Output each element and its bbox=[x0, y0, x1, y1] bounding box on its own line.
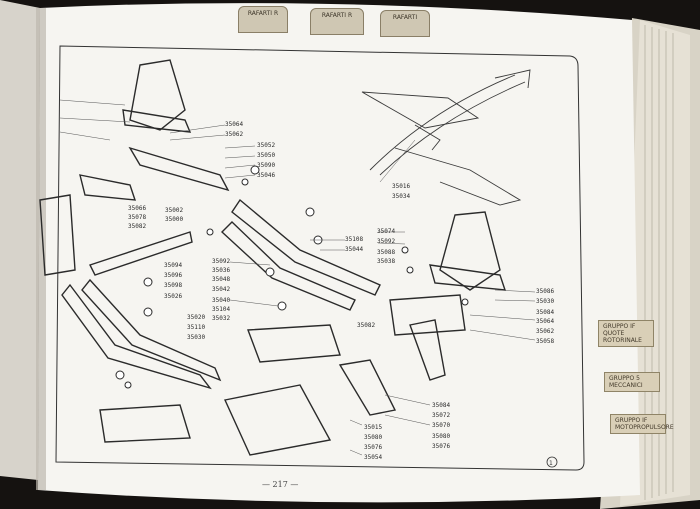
side-tab-3[interactable]: GRUPPO IF MOTOPROPULSORE bbox=[610, 414, 674, 434]
part-number: 35048 bbox=[212, 276, 231, 283]
part-number: 35034 bbox=[392, 193, 411, 200]
part-number: 35046 bbox=[257, 172, 276, 179]
part-number: 35042 bbox=[212, 286, 231, 293]
part-number: 35064 bbox=[225, 121, 244, 128]
part-number: 35020 bbox=[187, 314, 206, 321]
part-number: 35070 bbox=[432, 422, 451, 429]
part-number: 35084 bbox=[536, 309, 555, 316]
part-number: 35030 bbox=[536, 298, 555, 305]
part-number: 35038 bbox=[377, 258, 396, 265]
part-number: 35040 bbox=[212, 297, 231, 304]
index-tab-label: RAFARTI R bbox=[321, 12, 353, 19]
part-number: 35050 bbox=[257, 152, 276, 159]
part-number: 35090 bbox=[257, 162, 276, 169]
part-number: 35030 bbox=[187, 334, 206, 341]
part-number: 35026 bbox=[164, 293, 183, 300]
part-number: 35108 bbox=[345, 236, 364, 243]
part-number: 35092 bbox=[377, 238, 396, 245]
svg-text:1: 1 bbox=[549, 460, 553, 467]
part-number: 35054 bbox=[364, 454, 383, 461]
side-tab-label: GRUPPO IF QUOTE ROTORINALE bbox=[603, 323, 642, 344]
index-tab-2[interactable]: RAFARTI R bbox=[310, 8, 364, 35]
part-number: 35076 bbox=[364, 444, 383, 451]
part-number: 35096 bbox=[164, 272, 183, 279]
index-tab-label: RAFARTI bbox=[392, 14, 418, 21]
part-number: 35062 bbox=[225, 131, 244, 138]
part-number: 35086 bbox=[536, 288, 555, 295]
side-tab-label: GRUPPO IF MOTOPROPULSORE bbox=[615, 417, 674, 431]
part-number: 35080 bbox=[432, 433, 451, 440]
part-number: 35052 bbox=[257, 142, 276, 149]
part-number: 35076 bbox=[432, 443, 451, 450]
part-number: 35044 bbox=[345, 246, 364, 253]
part-number: 35002 bbox=[165, 207, 184, 214]
side-tab-1[interactable]: GRUPPO IF QUOTE ROTORINALE bbox=[598, 320, 654, 347]
part-number: 35036 bbox=[212, 267, 231, 274]
part-number: 35000 bbox=[165, 216, 184, 223]
part-number: 35064 bbox=[536, 318, 555, 325]
index-tab-label: RAFARTI R bbox=[247, 10, 279, 17]
page-number: — 217 — bbox=[262, 480, 299, 489]
part-number: 35104 bbox=[212, 306, 231, 313]
part-number: 35110 bbox=[187, 324, 206, 331]
side-tab-label: GRUPPO 5 MECCANICI bbox=[609, 375, 643, 389]
index-tab-1[interactable]: RAFARTI R bbox=[238, 6, 288, 33]
part-number: 35032 bbox=[212, 315, 231, 322]
part-number: 35015 bbox=[364, 424, 383, 431]
part-number: 35016 bbox=[392, 183, 411, 190]
part-number: 35088 bbox=[377, 249, 396, 256]
side-tab-2[interactable]: GRUPPO 5 MECCANICI bbox=[604, 372, 660, 392]
part-number: 35058 bbox=[536, 338, 555, 345]
part-number: 35084 bbox=[432, 402, 451, 409]
part-number: 35098 bbox=[164, 282, 183, 289]
part-number: 35080 bbox=[364, 434, 383, 441]
part-number: 35078 bbox=[128, 214, 147, 221]
part-number: 35082 bbox=[357, 322, 376, 329]
part-number: 35072 bbox=[432, 412, 451, 419]
index-tab-3[interactable]: RAFARTI bbox=[380, 10, 430, 37]
part-number: 35094 bbox=[164, 262, 183, 269]
part-number: 35092 bbox=[212, 258, 231, 265]
part-number: 35082 bbox=[128, 223, 147, 230]
part-number: 35066 bbox=[128, 205, 147, 212]
part-number: 35062 bbox=[536, 328, 555, 335]
part-number: 35074 bbox=[377, 228, 396, 235]
